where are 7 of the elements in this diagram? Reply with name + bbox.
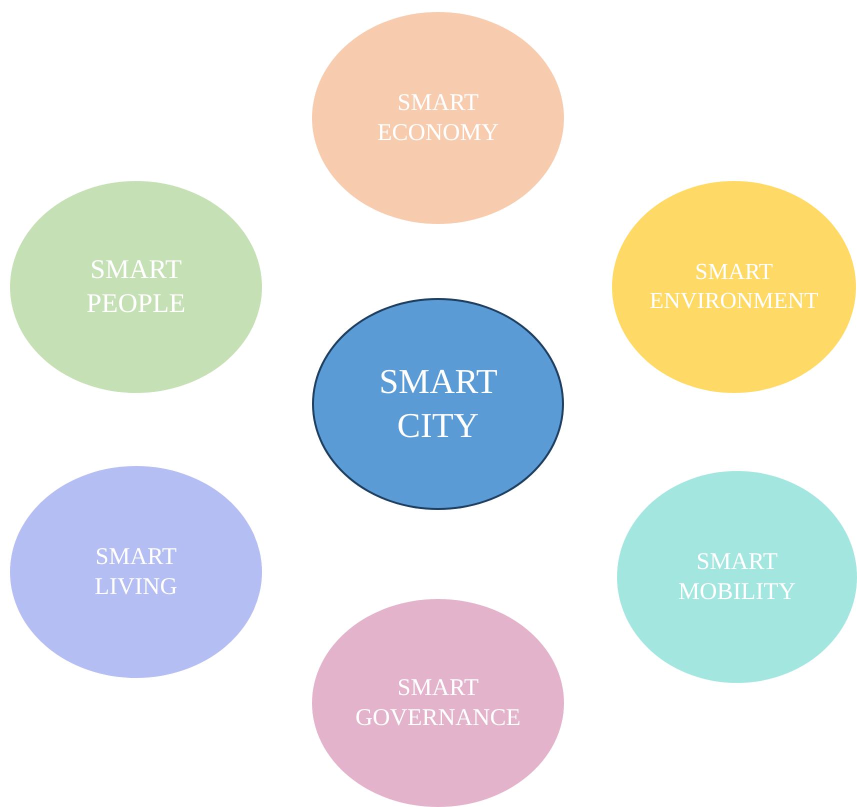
category-label: SMART LIVING [94, 543, 178, 602]
category-label: SMART PEOPLE [86, 253, 186, 320]
category-label: SMART GOVERNANCE [355, 674, 521, 733]
category-label: SMART ENVIRONMENT [650, 258, 818, 315]
category-label: SMART ECONOMY [377, 89, 499, 148]
category-label: SMART MOBILITY [678, 548, 796, 607]
category-label: SMART CITY [379, 361, 497, 447]
